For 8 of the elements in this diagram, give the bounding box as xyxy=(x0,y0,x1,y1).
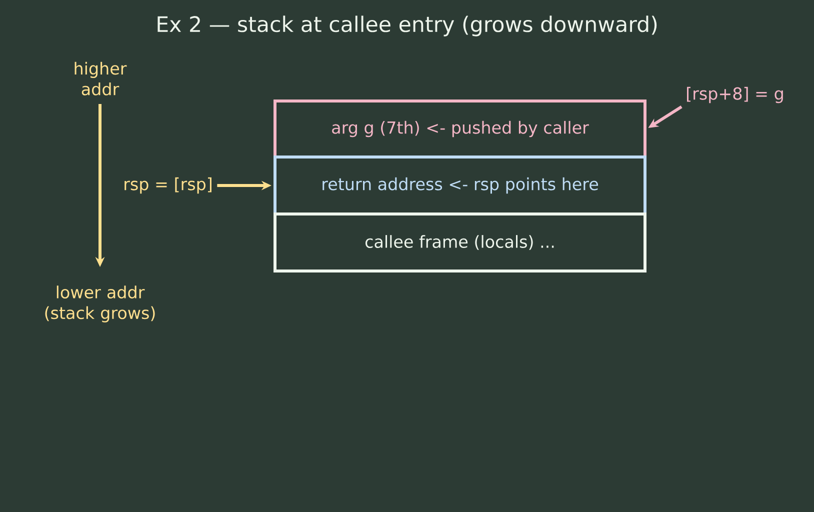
pointer-label: rsp = [rsp] xyxy=(124,177,212,194)
stack-slot-box: arg g (7th) <- pushed by caller xyxy=(274,100,646,158)
title: Ex 2 — stack at callee entry (grows downward) xyxy=(158,16,657,36)
stack-slot-box: callee frame (locals) ... xyxy=(274,212,646,272)
address-label: higher addr xyxy=(74,62,127,96)
pointer-label: [rsp+8] = g xyxy=(687,86,783,104)
stack-slot-box: return address <- rsp points here xyxy=(274,156,646,216)
address-label: lower addr (stack grows) xyxy=(45,286,155,322)
